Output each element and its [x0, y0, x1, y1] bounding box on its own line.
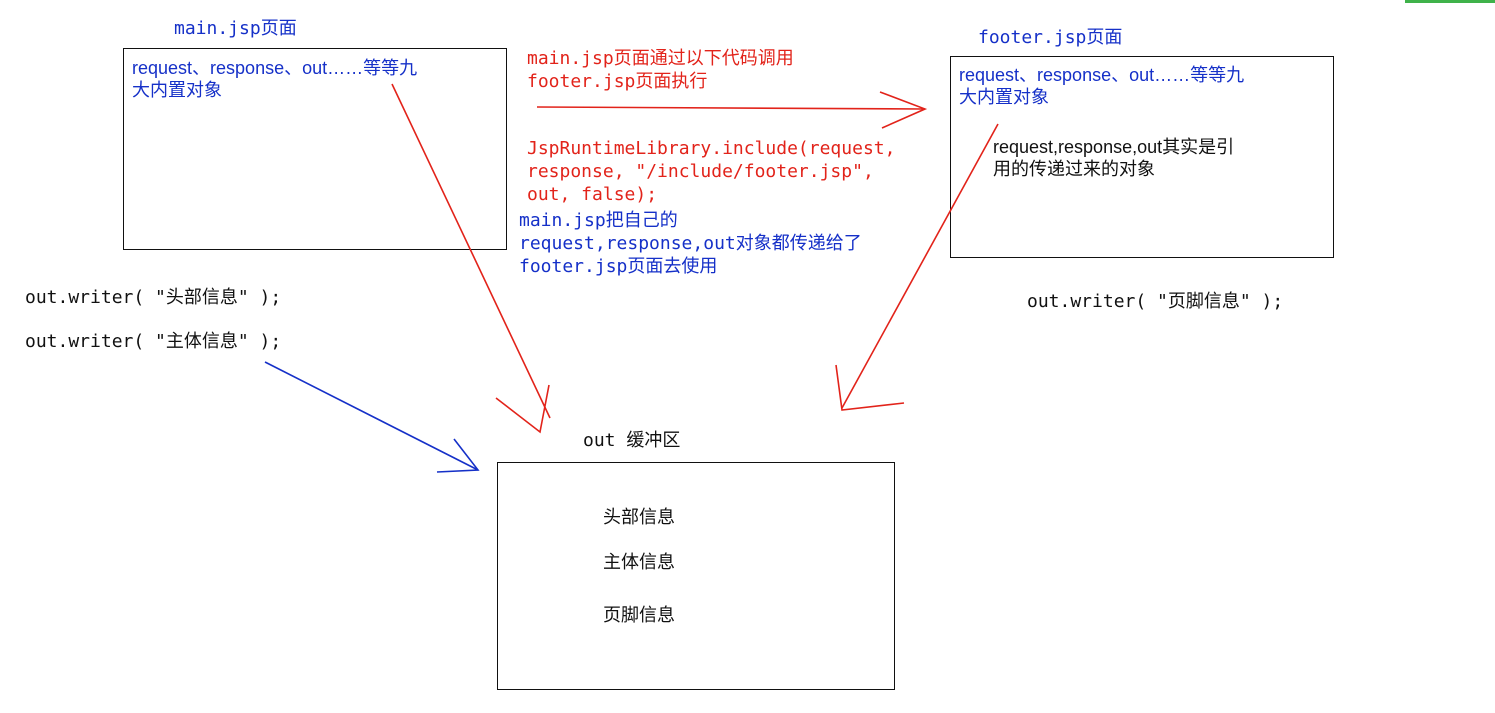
buffer-item-footer: 页脚信息 — [603, 605, 675, 626]
main-box-text-line2: 大内置对象 — [132, 80, 222, 100]
pass-note-line3: footer.jsp页面去使用 — [519, 256, 718, 277]
footer-ref-line2: 用的传递过来的对象 — [993, 159, 1155, 179]
body-to-buffer-arrow-blue — [264, 361, 480, 473]
buffer-box — [497, 462, 895, 690]
footer-box-text-line1: request、response、out……等等九 — [959, 65, 1245, 85]
main-page-title: main.jsp页面 — [174, 18, 297, 39]
corner-accent-mark — [1405, 0, 1495, 3]
main-box-text-line1: request、response、out……等等九 — [132, 58, 418, 78]
footer-page-title: footer.jsp页面 — [978, 27, 1123, 48]
buffer-item-head: 头部信息 — [603, 507, 675, 528]
main-to-buffer-arrow-red — [391, 83, 551, 434]
pass-note-line1: main.jsp把自己的 — [519, 210, 678, 231]
footer-to-buffer-arrow-red — [835, 123, 999, 411]
footer-write-footer: out.writer( "页脚信息" ); — [1027, 291, 1284, 312]
code-line3: out, false); — [527, 184, 658, 205]
main-page-box — [123, 48, 507, 250]
buffer-item-body: 主体信息 — [603, 552, 675, 573]
footer-ref-line1: request,response,out其实是引 — [993, 137, 1235, 157]
pass-note-line2: request,response,out对象都传递给了 — [519, 233, 862, 254]
code-line1: JspRuntimeLibrary.include(request, — [527, 138, 896, 159]
footer-page-box — [950, 56, 1334, 258]
main-write-head: out.writer( "头部信息" ); — [25, 287, 282, 308]
main-write-body: out.writer( "主体信息" ); — [25, 331, 282, 352]
call-note-line1: main.jsp页面通过以下代码调用 — [527, 48, 794, 69]
buffer-title: out 缓冲区 — [583, 430, 681, 451]
call-note-line2: footer.jsp页面执行 — [527, 71, 708, 92]
code-line2: response, "/include/footer.jsp", — [527, 161, 874, 182]
footer-box-text-line2: 大内置对象 — [959, 87, 1049, 107]
call-arrow-red — [536, 91, 928, 129]
